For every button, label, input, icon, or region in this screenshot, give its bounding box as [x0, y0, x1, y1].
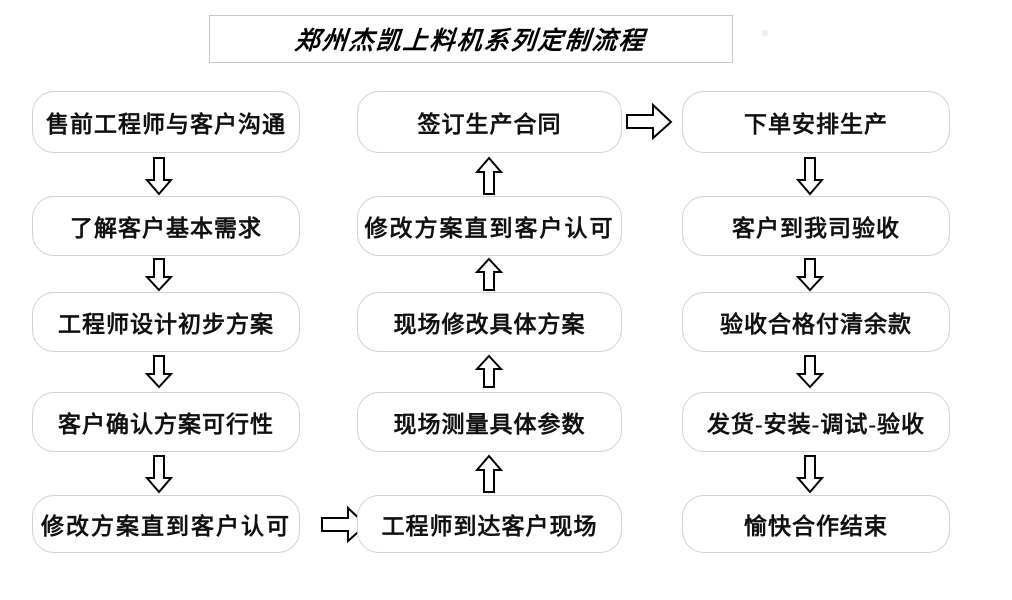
arrow-down-col3-4 — [795, 455, 825, 494]
node-col2-4[interactable]: 现场测量具体参数 — [357, 392, 622, 452]
node-col1-4-label: 客户确认方案可行性 — [58, 412, 274, 437]
node-col1-1[interactable]: 售前工程师与客户沟通 — [32, 91, 300, 153]
chart-title-text: 郑州杰凯上料机系列定制流程 — [294, 28, 648, 55]
node-col1-3-label: 工程师设计初步方案 — [58, 312, 274, 337]
chart-title-box: 郑州杰凯上料机系列定制流程 — [209, 15, 733, 63]
node-col1-5[interactable]: 修改方案直到客户认可 — [32, 495, 300, 553]
node-col2-5[interactable]: 工程师到达客户现场 — [357, 495, 622, 553]
node-col3-3[interactable]: 验收合格付清余款 — [682, 292, 950, 352]
node-col1-4[interactable]: 客户确认方案可行性 — [32, 392, 300, 452]
node-col3-2[interactable]: 客户到我司验收 — [682, 196, 950, 256]
node-col2-1-label: 签订生产合同 — [417, 112, 562, 137]
arrow-down-col3-3 — [795, 355, 825, 389]
node-col3-5-label: 愉快合作结束 — [744, 514, 888, 539]
node-col3-5[interactable]: 愉快合作结束 — [682, 495, 950, 553]
node-col1-2-label: 了解客户基本需求 — [70, 216, 262, 241]
arrow-down-col3-2 — [795, 258, 825, 292]
node-col2-4-label: 现场测量具体参数 — [393, 412, 586, 437]
arrow-up-col2-2 — [474, 257, 504, 291]
arrow-up-col2-3 — [474, 354, 504, 388]
node-col3-2-label: 客户到我司验收 — [732, 216, 900, 241]
title-speck-artifact — [762, 30, 768, 36]
node-col2-1[interactable]: 签订生产合同 — [357, 91, 622, 153]
node-col3-1[interactable]: 下单安排生产 — [682, 91, 950, 153]
node-col1-1-label: 售前工程师与客户沟通 — [46, 112, 286, 137]
node-col3-4-label: 发货-安装-调试-验收 — [707, 412, 925, 437]
arrow-up-col2-4 — [474, 454, 504, 493]
node-col2-3[interactable]: 现场修改具体方案 — [357, 292, 622, 352]
node-col3-4[interactable]: 发货-安装-调试-验收 — [682, 392, 950, 452]
arrow-down-col1-2 — [144, 258, 174, 292]
arrow-right-col2-to-col3 — [626, 102, 673, 141]
node-col1-5-label: 修改方案直到客户认可 — [41, 514, 291, 539]
node-col2-3-label: 现场修改具体方案 — [393, 312, 586, 337]
node-col2-5-label: 工程师到达客户现场 — [381, 514, 598, 539]
node-col1-3[interactable]: 工程师设计初步方案 — [32, 292, 300, 352]
node-col3-1-label: 下单安排生产 — [744, 112, 888, 137]
node-col2-2-label: 修改方案直到客户认可 — [364, 216, 615, 241]
arrow-down-col1-1 — [144, 157, 174, 196]
node-col1-2[interactable]: 了解客户基本需求 — [32, 196, 300, 256]
arrow-down-col1-3 — [144, 355, 174, 389]
arrow-up-col2-1 — [474, 156, 504, 195]
node-col2-2[interactable]: 修改方案直到客户认可 — [357, 196, 622, 256]
arrow-down-col1-4 — [144, 455, 174, 494]
arrow-down-col3-1 — [795, 157, 825, 196]
node-col3-3-label: 验收合格付清余款 — [720, 312, 912, 337]
